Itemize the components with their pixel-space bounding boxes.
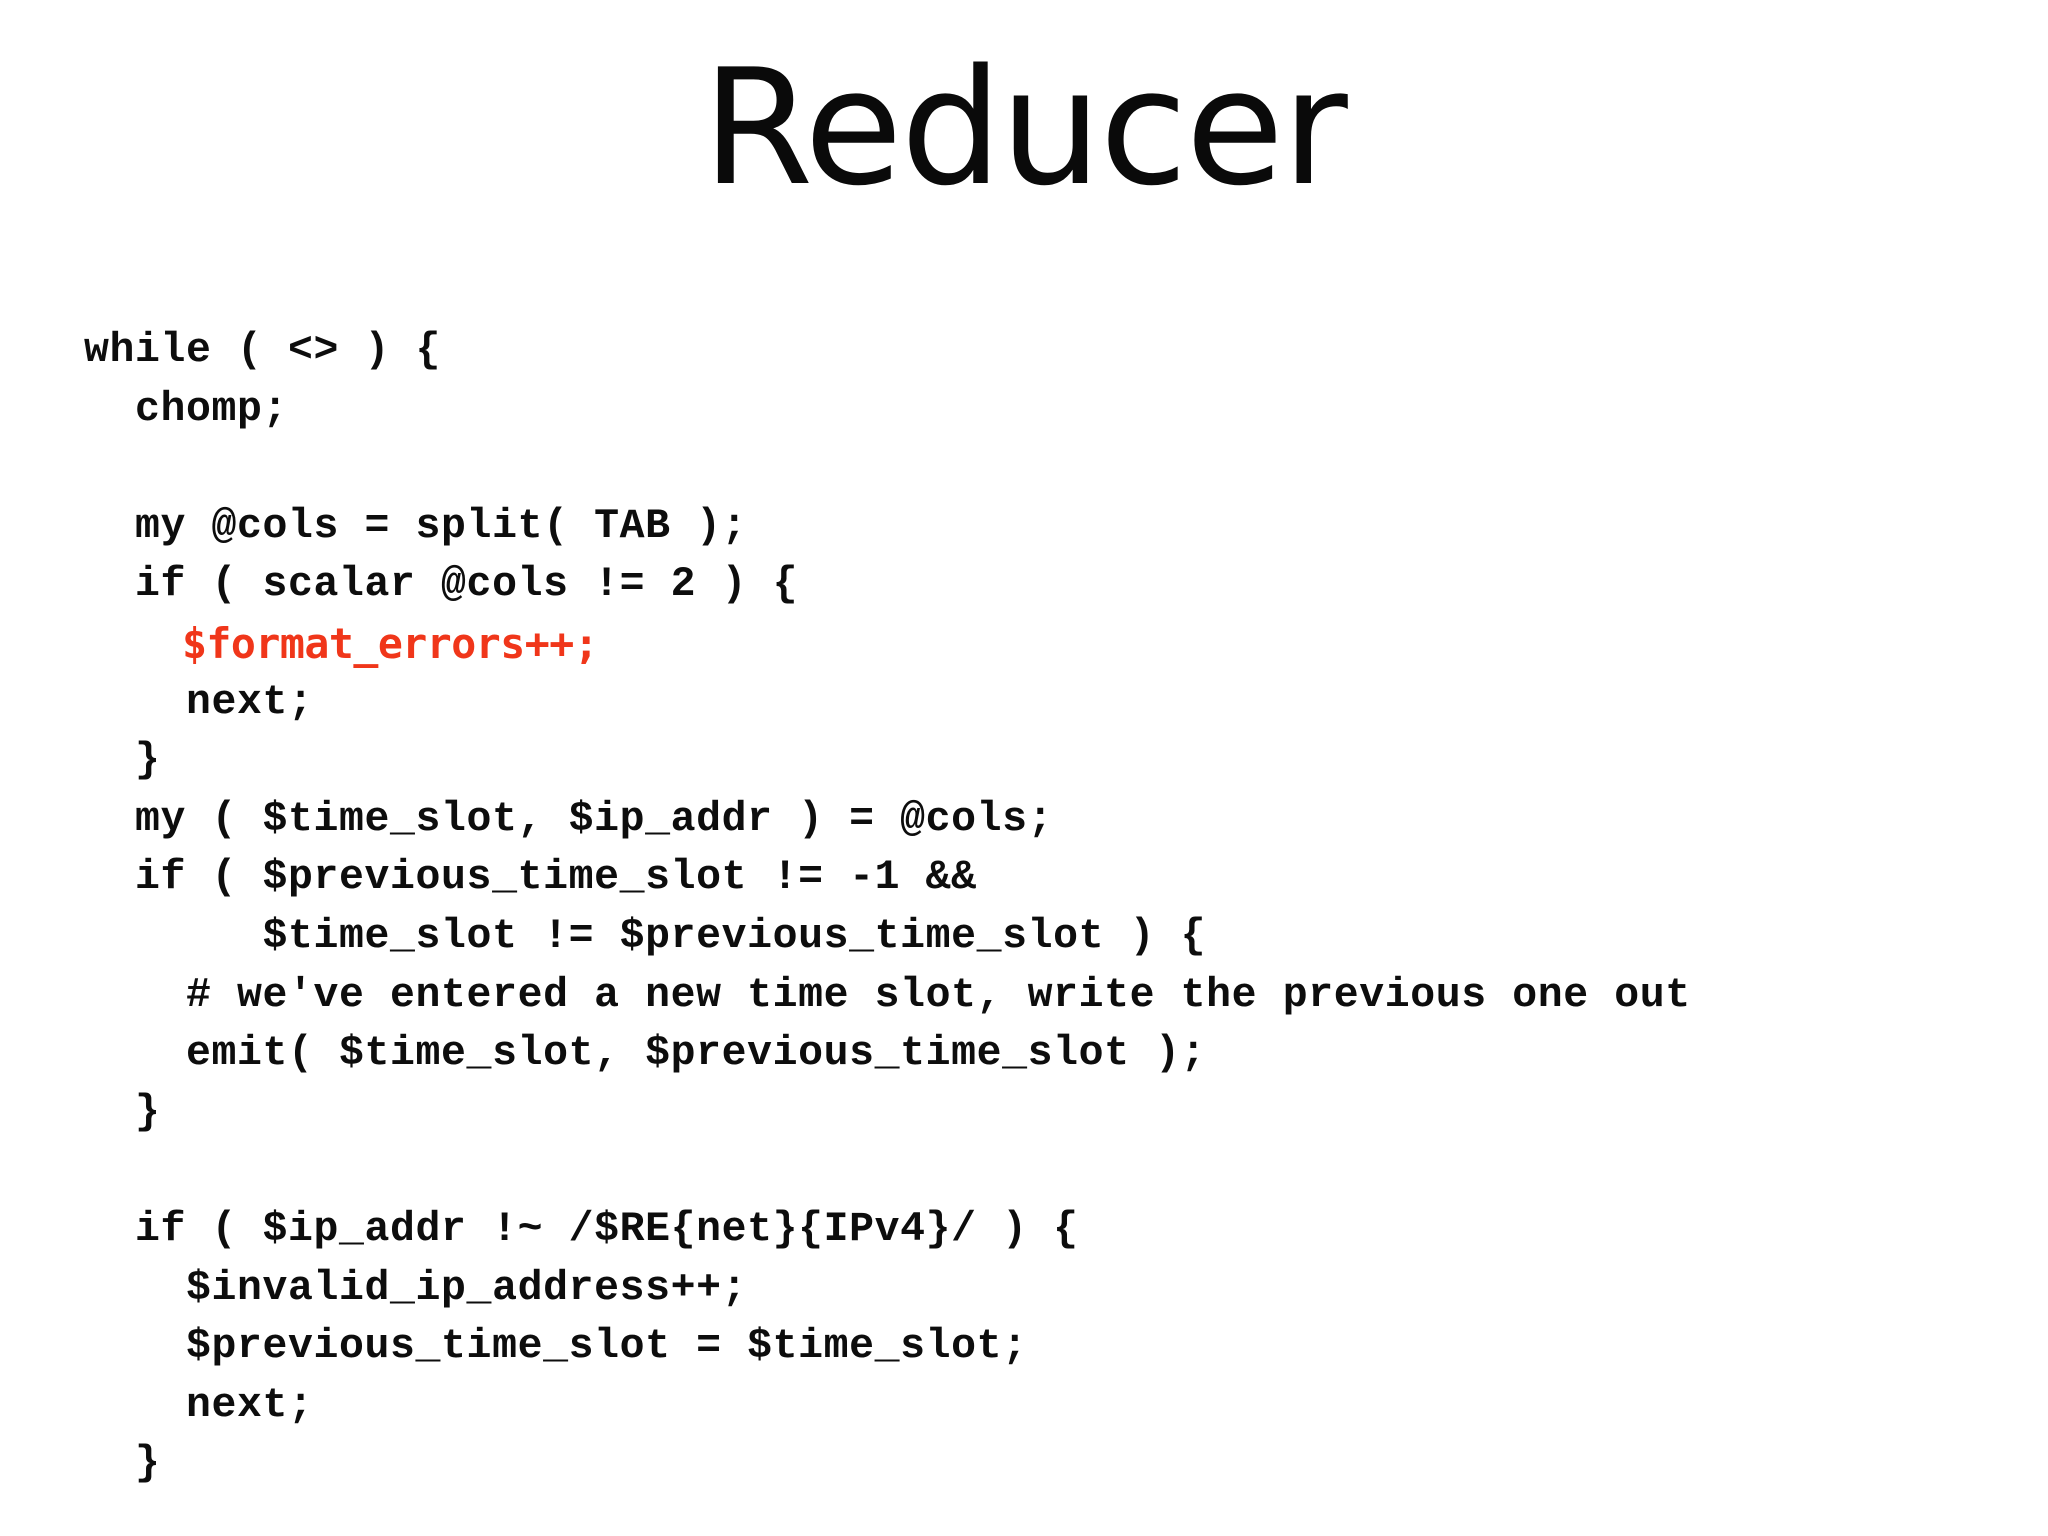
code-line: [84, 1142, 2034, 1201]
code-block: while ( <> ) { chomp; my @cols = split( …: [84, 322, 2034, 1494]
code-line: }: [84, 737, 161, 785]
code-line: if ( $previous_time_slot != -1 &&: [84, 854, 977, 902]
code-line: $time_slot != $previous_time_slot ) {: [84, 912, 1207, 960]
code-line: $invalid_ip_address++;: [84, 1264, 748, 1312]
code-line: $previous_time_slot = $time_slot;: [84, 1323, 1028, 1371]
code-line: next;: [84, 1381, 314, 1429]
page-title: Reducer: [702, 34, 1348, 221]
code-line: if ( scalar @cols != 2 ) {: [84, 561, 799, 609]
code-line: my ( $time_slot, $ip_addr ) = @cols;: [84, 795, 1054, 843]
code-line: chomp;: [84, 385, 289, 433]
code-line: my @cols = split( TAB );: [84, 502, 748, 550]
code-line: # we've entered a new time slot, write t…: [84, 971, 1691, 1019]
code-line: while ( <> ) {: [84, 327, 442, 374]
code-line-highlighted: $format_errors++;: [84, 618, 599, 668]
code-line: if ( $ip_addr !~ /$RE{net}{IPv4}/ ) {: [84, 1205, 1079, 1253]
code-line: }: [84, 1088, 161, 1136]
code-line: next;: [84, 678, 314, 726]
code-line: }: [84, 1440, 161, 1488]
code-line: [84, 439, 2034, 498]
code-line: emit( $time_slot, $previous_time_slot );: [84, 1030, 1207, 1078]
